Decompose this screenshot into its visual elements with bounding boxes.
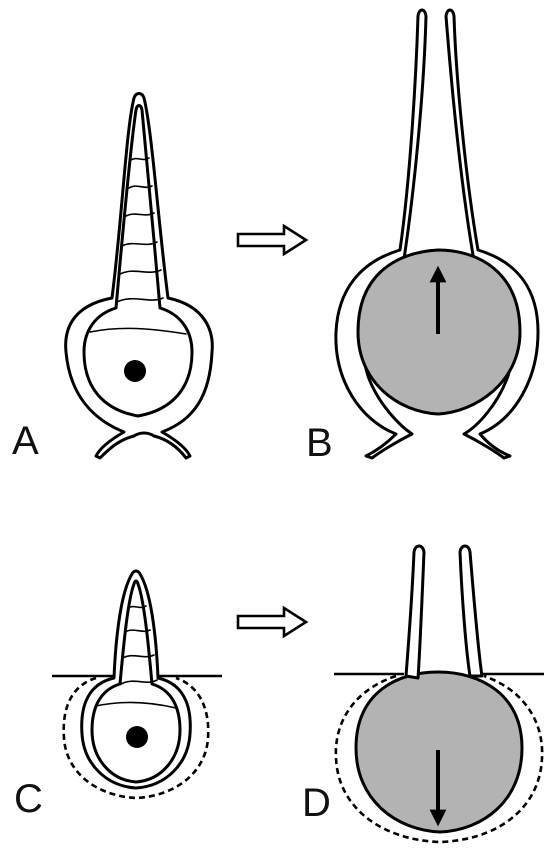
panel-d-left-integument	[406, 546, 424, 678]
panel-d-label: D	[302, 781, 331, 825]
panel-c-cell-wall-1	[128, 606, 146, 608]
step-arrow-a-to-b	[238, 226, 306, 254]
panel-a-nucleus	[124, 360, 146, 382]
panel-a: A	[12, 94, 212, 464]
panel-d: D	[302, 546, 544, 842]
panel-b-label: B	[306, 421, 333, 465]
panel-b: B	[306, 10, 538, 465]
panel-d-right-integument	[460, 546, 482, 676]
panel-a-label: A	[12, 419, 39, 463]
panel-a-cell-wall-1	[131, 158, 149, 160]
panel-c-label: C	[14, 777, 43, 821]
step-arrow-c-to-d	[238, 608, 306, 636]
panel-c: C	[14, 571, 222, 821]
panel-c-nucleus	[126, 726, 148, 748]
